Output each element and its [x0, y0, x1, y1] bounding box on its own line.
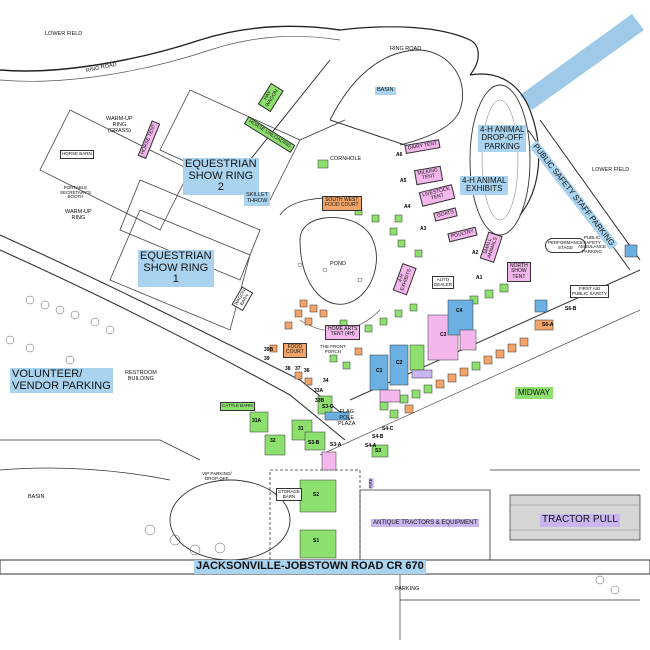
label-storage-barn: STORAGE BARN: [276, 488, 302, 502]
label-tractor-pull: TRACTOR PULL: [540, 514, 620, 527]
label-pond: POND: [330, 261, 346, 267]
tag-31a: 31A: [252, 418, 262, 424]
label-cornhole: CORNHOLE: [330, 156, 362, 162]
label-portable-booth: PORTABLE SECRETARY'S BOOTH: [60, 185, 91, 200]
midway-vendor-boxes: [269, 207, 529, 419]
label-lower-field-right: LOWER FIELD: [592, 167, 630, 173]
label-south-west-food-court: SOUTH WEST FOOD COURT: [322, 196, 362, 211]
label-home-arts-tent: HOME ARTS TENT (4H): [325, 325, 361, 340]
tag-s4b: S4-B: [372, 434, 384, 440]
tag-c4: C4: [456, 308, 463, 314]
block-c1: [369, 354, 389, 391]
tag-32: 32: [270, 438, 276, 444]
basin-outline: [329, 49, 464, 146]
tag-37: 37: [295, 366, 301, 372]
block-c2: [389, 344, 409, 386]
label-lower-field-left: LOWER FIELD: [45, 31, 83, 37]
label-antique-tractors: ANTIQUE TRACTORS & EQUIPMENT: [371, 519, 480, 528]
label-warmup-ring: WARM-UP RING: [65, 209, 92, 221]
warmup-ring-grass-outline: [39, 109, 191, 231]
label-horse-barn: HORSE BARN: [60, 150, 94, 159]
tag-c2: C2: [396, 360, 403, 366]
label-flag-pole-plaza: FLAG POLE PLAZA: [338, 409, 356, 427]
tag-38: 38: [285, 366, 291, 372]
tag-a3: A3: [420, 226, 427, 232]
label-auto-dealer: AUTO DEALER: [432, 276, 455, 290]
tag-a4: A4: [404, 204, 411, 210]
tag-s4c: S4-C: [382, 426, 394, 432]
label-skillet-throw: SKILLET THROW: [244, 192, 271, 206]
label-equestrian-ring-2: EQUESTRIAN SHOW RING 2: [183, 158, 259, 195]
tag-a6: A6: [396, 152, 403, 158]
label-warmup-ring-grass: WARM-UP RING (GRASS): [106, 116, 133, 134]
label-north-show-tent: NORTH SHOW TENT: [507, 262, 531, 282]
label-basin-left: BASIN: [28, 494, 45, 500]
label-equestrian-ring-1: EQUESTRIAN SHOW RING 1: [138, 250, 214, 287]
tag-s3b: S3-B: [308, 440, 320, 446]
tag-c1: C1: [376, 368, 383, 374]
label-vip-parking: VIP PARKING/ DROP-OFF: [202, 471, 232, 481]
tag-s6b: S6-B: [565, 306, 577, 312]
tag-s4a: S4-A: [365, 443, 377, 449]
label-animal-exhibits: 4-H ANIMAL EXHIBITS: [460, 176, 509, 195]
label-midway: MIDWAY: [515, 387, 553, 400]
pond-outline: [299, 217, 377, 305]
label-public-ambulance-parking: PUBLIC SAFETY AMBULANCE PARKING: [578, 235, 607, 255]
label-food-court: FOOD COURT: [283, 343, 307, 358]
label-dropoff-parking: 4-H ANIMAL DROP-OFF PARKING: [478, 125, 527, 153]
label-first-aid: FIRST AID PUBLIC SAFETY: [570, 285, 610, 299]
antique-lot-outline: [359, 489, 491, 561]
label-ring-road-top: RING ROAD: [390, 46, 422, 52]
tree-dots: [5, 262, 620, 595]
label-parking: PARKING: [395, 586, 420, 592]
tag-a5: A5: [400, 178, 407, 184]
tag-33b: 33B: [315, 398, 325, 404]
vip-loop: [169, 479, 291, 561]
label-volunteer-parking: VOLUNTEER/ VENDOR PARKING: [10, 368, 113, 394]
equestrian-ring-1-outline: [109, 209, 251, 331]
label-restroom-building: RESTROOM BUILDING: [125, 370, 157, 382]
tag-s6a: S6-A: [542, 322, 554, 328]
label-performance-stage: PERFORMANCE STAGE: [545, 238, 587, 254]
lot-s1: [299, 529, 337, 559]
tag-36: 36: [304, 368, 310, 374]
tag-39: 39: [264, 356, 270, 362]
tag-39b: 39B: [264, 347, 274, 353]
label-road: JACKSONVILLE-JOBSTOWN ROAD CR 670: [194, 560, 426, 574]
blue-road-diagonal: [520, 14, 644, 110]
tag-34: 34: [323, 378, 329, 384]
tag-33a: 33A: [314, 388, 324, 394]
tag-a1: A1: [476, 275, 483, 281]
tag-c3: C3: [440, 332, 447, 338]
tag-s2: S2: [313, 492, 320, 498]
tag-a2: A2: [472, 250, 479, 256]
tag-s3c: S3-C: [322, 404, 334, 410]
tag-s3: S3: [375, 448, 382, 454]
tag-s3a: S3-A: [330, 442, 342, 448]
dropoff-loop: [469, 84, 531, 236]
ring-road-top: [0, 25, 341, 72]
label-front-porch: THE FRONT PORCH: [320, 344, 346, 354]
label-basin-top: BASIN: [375, 87, 396, 95]
label-fire: FIRE: [367, 478, 374, 489]
tag-s1: S1: [313, 538, 320, 544]
label-cattle-barn: CATTLE BARN: [220, 402, 255, 411]
tag-31: 31: [298, 426, 304, 432]
